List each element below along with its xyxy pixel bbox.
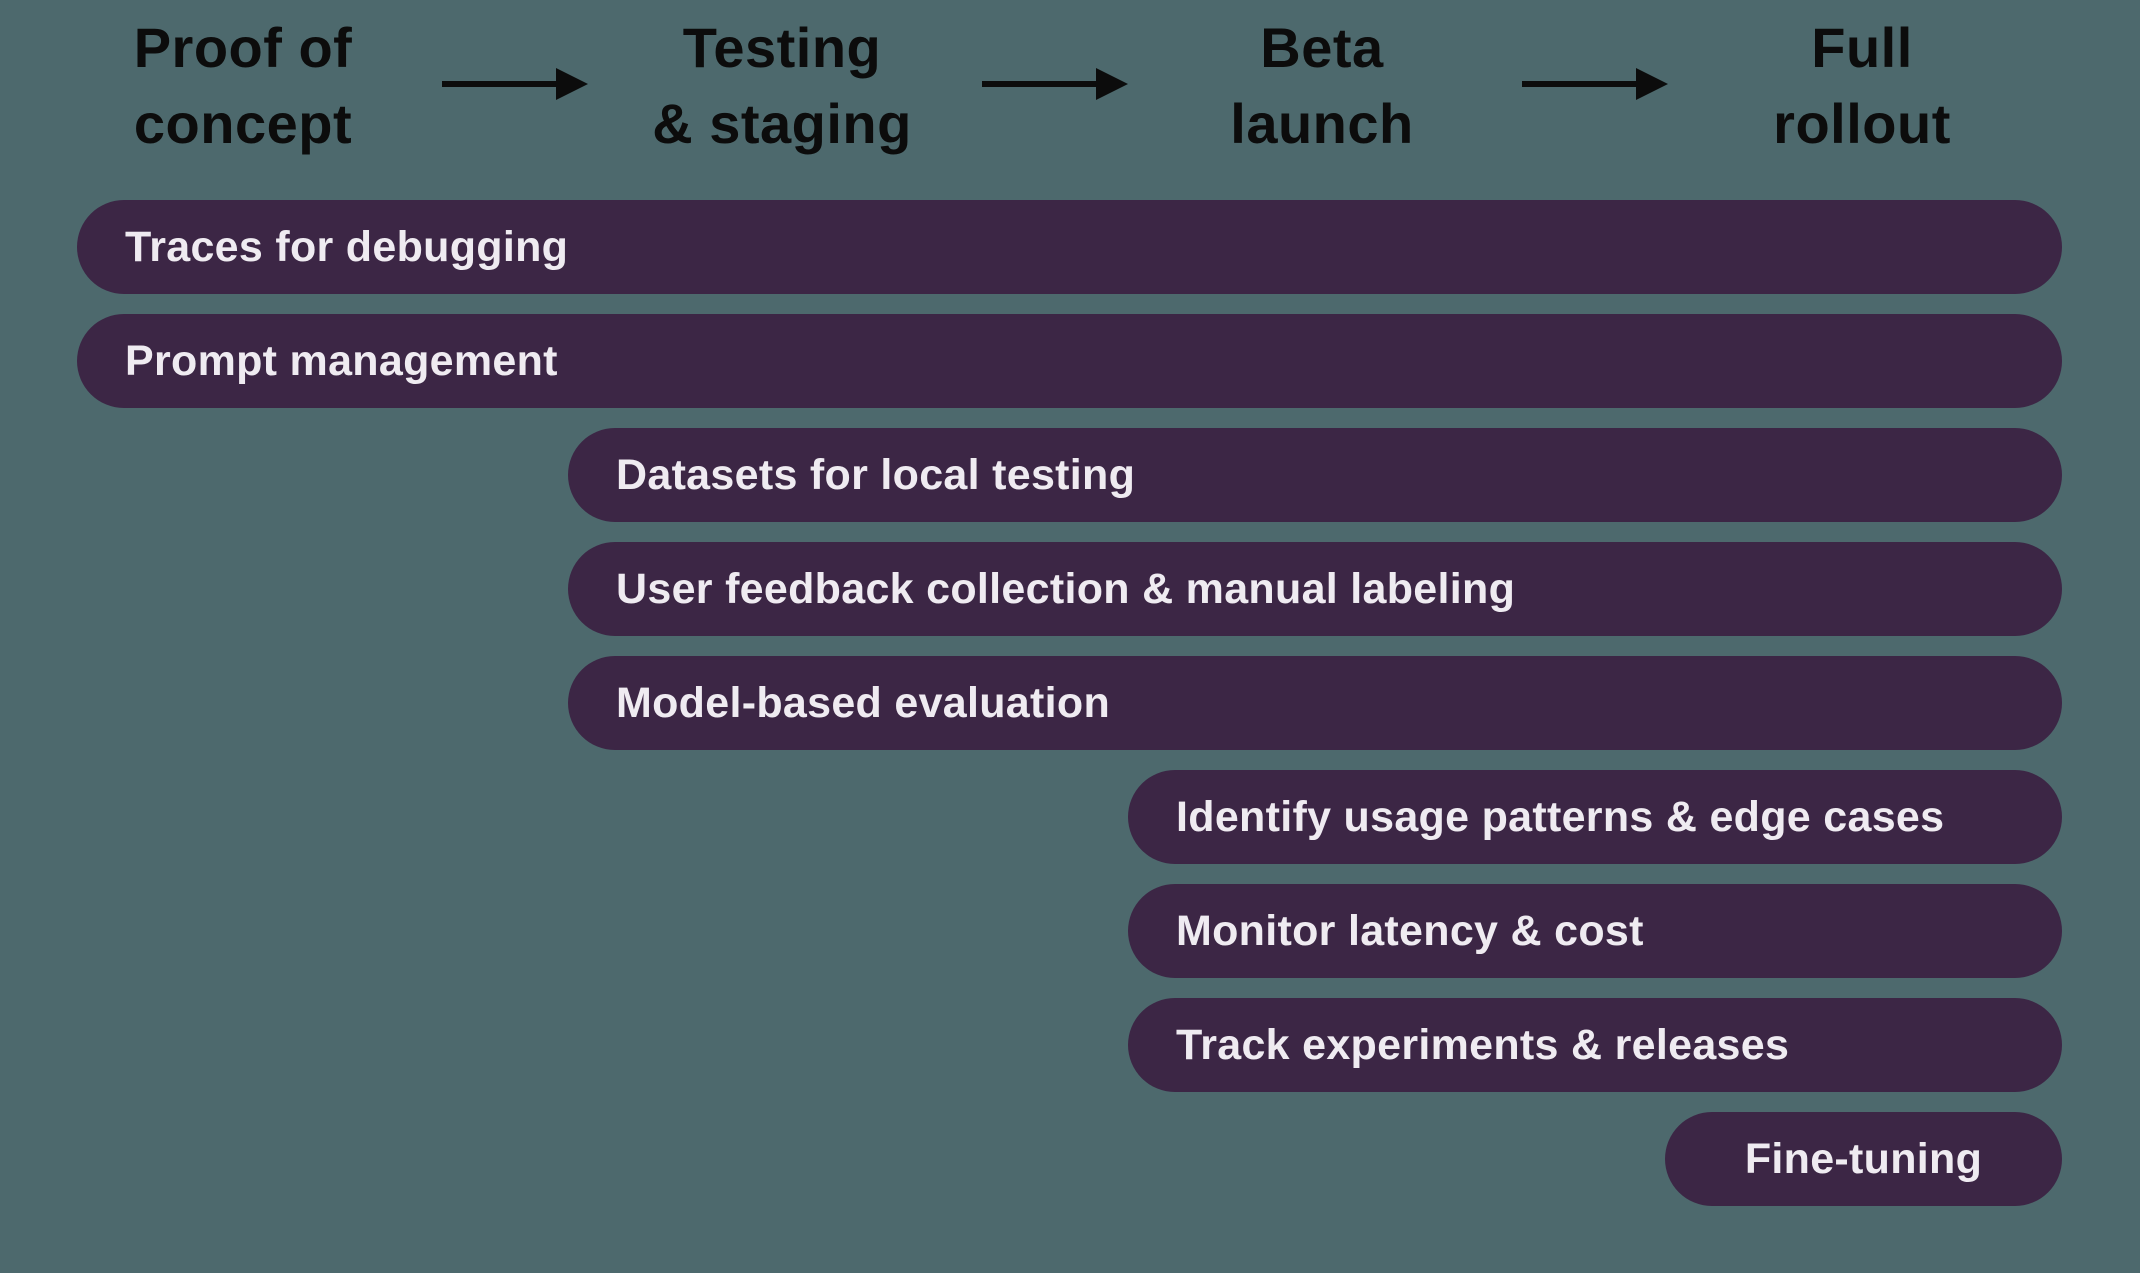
bar-prompt-management: Prompt management	[77, 314, 2062, 408]
phase-label-proof-of-concept: Proof of concept	[133, 16, 353, 156]
phase-label-full-rollout: Full rollout	[1773, 16, 1951, 156]
bar-user-feedback-collection-manual-labeling: User feedback collection & manual labeli…	[568, 542, 2062, 636]
phase-label-testing-staging: Testing & staging	[652, 16, 912, 156]
phase-label-beta-launch: Beta launch	[1230, 16, 1414, 156]
bar-datasets-for-local-testing: Datasets for local testing	[568, 428, 2062, 522]
bar-identify-usage-patterns-edge-cases: Identify usage patterns & edge cases	[1128, 770, 2062, 864]
bar-fine-tuning: Fine-tuning	[1665, 1112, 2062, 1206]
bar-traces-for-debugging: Traces for debugging	[77, 200, 2062, 294]
arrow-right-icon	[442, 68, 588, 100]
bar-monitor-latency-cost: Monitor latency & cost	[1128, 884, 2062, 978]
bar-model-based-evaluation: Model-based evaluation	[568, 656, 2062, 750]
arrow-right-icon	[982, 68, 1128, 100]
bar-track-experiments-releases: Track experiments & releases	[1128, 998, 2062, 1092]
arrow-right-icon	[1522, 68, 1668, 100]
